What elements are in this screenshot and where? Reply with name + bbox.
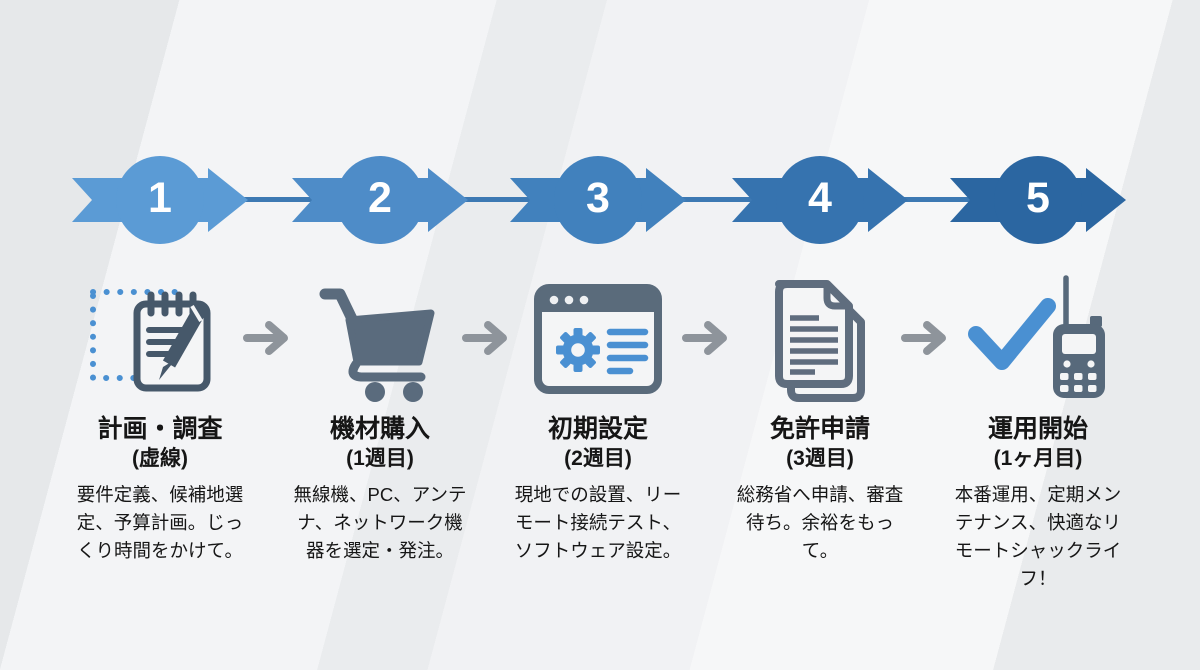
timeline-node-1: 1 [72,142,248,258]
gear-icon [556,328,600,372]
step-description: 現地での設置、リーモート接続テスト、ソフトウェア設定。 [514,484,682,561]
shopping-cart-icon [319,288,435,402]
step2-text-block: 機材購入 (1週目) 無線機、PC、アンテナ、ネットワーク機器を選定・発注。 [275,414,485,565]
step5-text-block: 運用開始 (1ヶ月目) 本番運用、定期メンテナンス、快適なリモートシャックライフ… [933,414,1143,593]
arrow-node-shape [950,156,1126,244]
step-title: 免許申請 [769,415,870,443]
arrow-node-shape [732,156,908,244]
step-subtitle: (3週目) [786,447,854,470]
step1-text-block: 計画・調査 (虚線) 要件定義、候補地選定、予算計画。じっくり時間をかけて。 [55,414,265,565]
step1-icon-box [85,272,235,412]
step-number: 1 [148,173,172,222]
check-icon [968,298,1056,370]
step-title: 運用開始 [987,415,1088,443]
arrow-right-icon [461,318,517,363]
arrow-right-icon [242,318,298,363]
step-number: 5 [1026,173,1050,222]
step4-text-block: 免許申請 (3週目) 総務省へ申請、審査待ち。余裕をもって。 [715,414,925,565]
arrow-right-icon [681,318,737,363]
step-subtitle: (1週目) [346,447,414,470]
step-subtitle: (虚線) [132,447,188,470]
timeline-node-5: 5 [950,142,1126,258]
step-subtitle: (2週目) [564,447,632,470]
arrow-node-shape [510,156,686,244]
step-title: 初期設定 [547,415,648,443]
step-description: 要件定義、候補地選定、予算計画。じっくり時間をかけて。 [76,484,244,561]
arrow-right-icon [900,318,956,363]
browser-settings-icon [534,284,662,394]
step2-icon-box [315,278,445,408]
arrow-node-shape [72,156,248,244]
step3-icon-box [533,282,663,402]
timeline-node-3: 3 [510,142,686,258]
check-radio-icon [968,275,1105,398]
step-number: 2 [368,173,392,222]
documents-icon [775,280,865,402]
step-title: 計画・調査 [97,415,223,443]
step-number: 4 [808,173,832,222]
timeline-node-2: 2 [292,142,468,258]
step-title: 機材購入 [329,415,430,443]
step5-icon-box [963,272,1113,412]
step-description: 総務省へ申請、審査待ち。余裕をもって。 [736,484,904,561]
arrow-node-shape [292,156,468,244]
step-description: 本番運用、定期メンテナンス、快適なリモートシャックライフ！ [954,484,1122,589]
radio-icon [1053,275,1105,398]
step4-icon-box [755,272,885,412]
step-number: 3 [586,173,610,222]
step-description: 無線機、PC、アンテナ、ネットワーク機器を選定・発注。 [293,484,467,561]
notepad-pencil-icon [90,289,211,392]
step-subtitle: (1ヶ月目) [993,447,1083,470]
timeline-node-4: 4 [732,142,908,258]
step3-text-block: 初期設定 (2週目) 現地での設置、リーモート接続テスト、ソフトウェア設定。 [493,414,703,565]
